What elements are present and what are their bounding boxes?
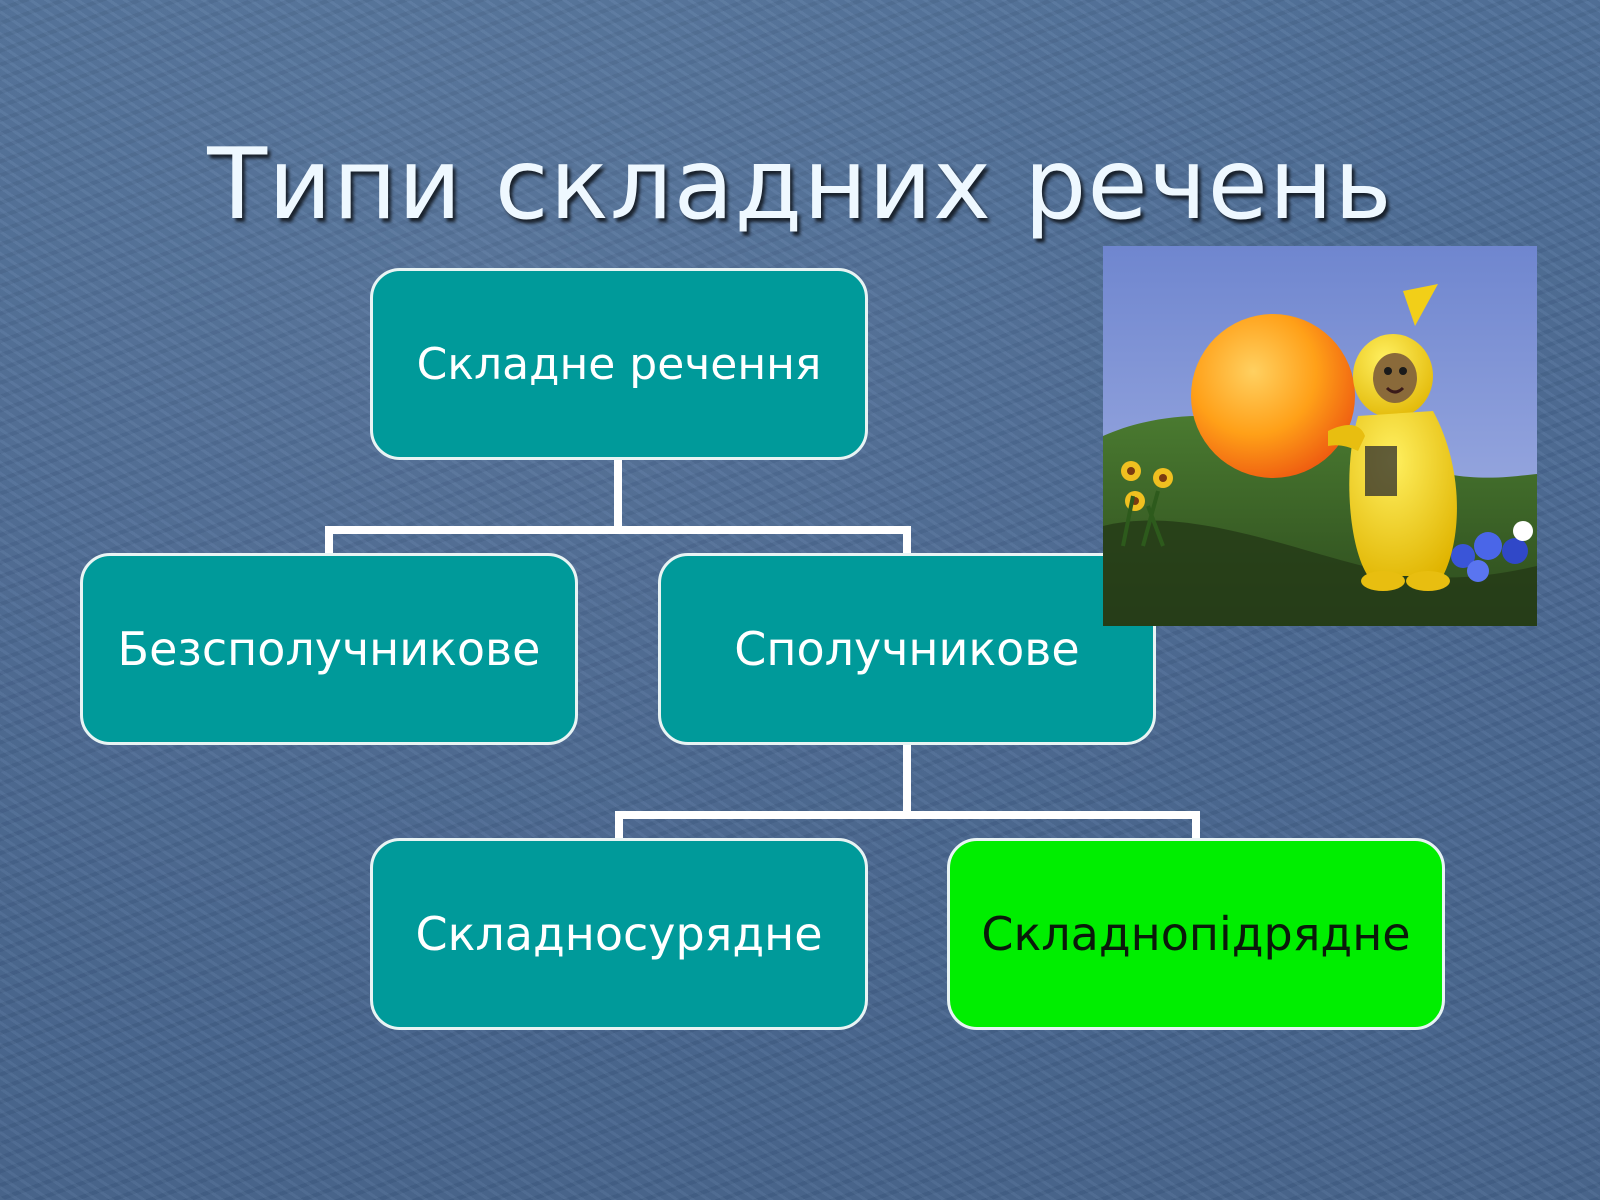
node-compound-coordinate[interactable]: Складносурядне — [370, 838, 868, 1030]
teletubby-icon — [1328, 284, 1457, 591]
flower-icon — [1121, 461, 1173, 547]
slide-title: Типи складних речень — [207, 128, 1393, 242]
orange-ball-icon — [1191, 314, 1355, 478]
node-syndetic[interactable]: Сполучникове — [658, 553, 1156, 745]
teletubby-photo — [1103, 246, 1537, 626]
node-asyndetic[interactable]: Безсполучникове — [80, 553, 578, 745]
blue-flowers-icon — [1451, 521, 1533, 582]
node-compound-subordinate[interactable]: Складнопідрядне — [947, 838, 1445, 1030]
node-complex-sentence[interactable]: Складне речення — [370, 268, 868, 460]
